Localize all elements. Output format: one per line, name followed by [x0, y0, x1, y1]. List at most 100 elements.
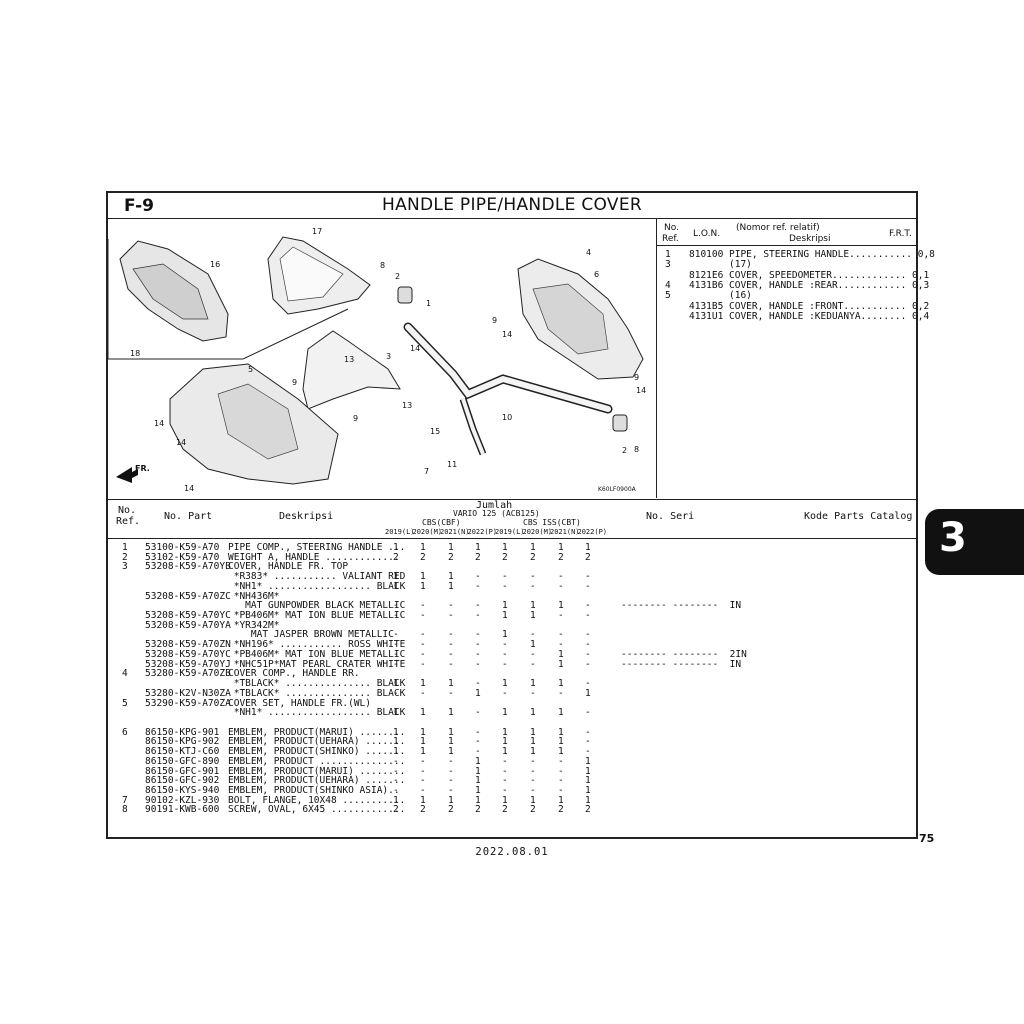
ref-panel-ref: 1	[665, 249, 671, 260]
cell-qty: 1	[530, 746, 536, 758]
section-tab[interactable]: 3	[925, 509, 1024, 575]
cell-qty: 1	[502, 610, 508, 622]
cell-qty: -	[393, 629, 399, 641]
cell-desc: *PB406M* MAT ION BLUE METALLIC	[228, 610, 406, 622]
cell-qty: -	[475, 610, 481, 622]
table-row: 53208-K59-A70YC *PB406M* MAT ION BLUE ME…	[108, 648, 916, 660]
cell-qty: -	[502, 658, 508, 670]
cell-qty: 1	[585, 542, 591, 553]
cell-qty: -	[475, 600, 481, 612]
callout-label: 17	[312, 227, 322, 236]
cell-qty: -	[558, 639, 564, 651]
ref-panel-nomor-header: (Nomor ref. relatif)	[736, 223, 820, 233]
cell-part: 90191-KWB-600	[145, 804, 220, 816]
cell-qty: -	[530, 571, 536, 583]
cell-qty: -	[530, 648, 536, 660]
cell-qty: 1	[558, 707, 564, 719]
table-row: 53280-K2V-N30ZA *TBLACK* ...............…	[108, 687, 916, 699]
cell-desc: COVER SET, HANDLE FR.(WL)	[228, 697, 371, 709]
cell-qty: 2	[530, 804, 536, 816]
ref-panel-desc: PIPE, STEERING HANDLE........... 0,8	[729, 249, 935, 260]
ref-panel-ref-header: Ref.	[662, 234, 679, 244]
cell-qty: -	[475, 658, 481, 670]
cell-qty: 1	[393, 678, 399, 690]
cell-desc: EMBLEM, PRODUCT(MARUI) ........	[228, 765, 406, 777]
figure-header: F-9 HANDLE PIPE/HANDLE COVER	[108, 193, 916, 219]
cell-qty: -	[502, 580, 508, 592]
cell-qty: 1	[502, 629, 508, 641]
cell-part: 53280-K2V-N30ZA	[145, 687, 231, 699]
callout-label: 10	[502, 413, 512, 422]
cell-qty: 1	[530, 707, 536, 719]
cell-qty: 2	[420, 551, 426, 563]
cell-part: 53280-K59-A70ZB	[145, 668, 231, 680]
cell-qty: -	[475, 726, 481, 738]
cell-desc: *NH1* .................. BLACK	[228, 580, 406, 592]
ref-panel-desc: COVER, SPEEDOMETER............. 0,1	[729, 269, 930, 281]
year-column-header: 2021(N)	[550, 528, 580, 536]
ref-panel-ref: 5	[665, 290, 671, 302]
cell-qty: -	[393, 648, 399, 660]
cell-qty: -	[448, 765, 454, 777]
handle-weight-top	[397, 286, 413, 304]
cell-qty: 1	[502, 736, 508, 748]
cell-qty: -	[420, 610, 426, 622]
cell-qty: -	[558, 687, 564, 699]
ref-panel-lon-header: L.O.N.	[693, 229, 721, 239]
cell-qty: -	[475, 707, 481, 719]
cell-qty: 1	[475, 794, 481, 806]
cell-qty: -	[530, 765, 536, 777]
cell-desc: BOLT, FLANGE, 10X48 ...........	[228, 794, 406, 806]
cell-qty: -	[448, 775, 454, 787]
cell-qty: 1	[502, 600, 508, 612]
cell-part: 53290-K59-A70ZA	[145, 697, 231, 709]
callout-label: 6	[594, 270, 599, 279]
cell-ref: 5	[122, 697, 128, 709]
cell-part: 53208-K59-A70YC	[145, 610, 231, 622]
cell-qty: 1	[393, 746, 399, 758]
cell-ref: 1	[122, 542, 128, 553]
ref-panel-desc: COVER, HANDLE :REAR............ 0,3	[729, 279, 930, 291]
cell-qty: 1	[393, 707, 399, 719]
cell-qty: -	[502, 765, 508, 777]
cell-qty: -	[448, 639, 454, 651]
cell-part: 53100-K59-A70	[145, 542, 220, 553]
cell-qty: 2	[393, 804, 399, 816]
cell-qty: -	[475, 648, 481, 660]
callout-label: 14	[154, 419, 164, 428]
table-row: 53208-K59-A70YA *YR342M*	[108, 620, 916, 631]
cell-qty: 1	[558, 542, 564, 553]
cell-part: 90102-KZL-930	[145, 794, 220, 806]
model-label: VARIO 125 (ACB125)	[453, 509, 540, 518]
cell-qty: -	[585, 629, 591, 641]
cell-qty: -	[585, 678, 591, 690]
col-ref-header: Ref.	[116, 516, 141, 527]
cell-qty: 1	[393, 580, 399, 592]
callout-label: 8	[634, 445, 639, 454]
ref-panel-ref: 3	[665, 259, 671, 271]
cell-qty: 2	[448, 551, 454, 563]
cell-qty: 1	[448, 542, 454, 553]
callout-label: 14	[184, 484, 194, 493]
cell-qty: -	[502, 775, 508, 787]
cell-qty: -	[448, 785, 454, 796]
year-column-header: 2020(M)	[522, 528, 553, 536]
cell-qty: 1	[502, 542, 508, 553]
cell-qty: 1	[420, 678, 426, 690]
cell-qty: 2	[502, 551, 508, 563]
cell-qty: -	[448, 648, 454, 660]
year-column-header: 2019(L)	[385, 528, 415, 536]
cell-qty: -	[475, 678, 481, 690]
cell-qty: 1	[393, 542, 399, 553]
